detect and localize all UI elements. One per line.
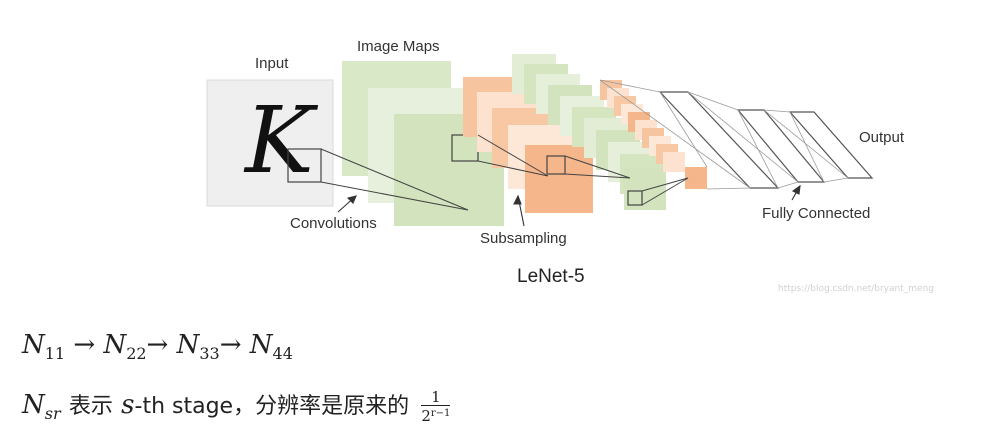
fc-conn [737, 109, 779, 189]
conv2-feature-maps [512, 54, 666, 210]
formula-nsr-sub: sr [44, 404, 61, 423]
projection-lines [320, 134, 689, 211]
label-image-maps: Image Maps [357, 38, 440, 55]
proj-input-bottom [320, 181, 469, 211]
formula-term-sub: 33 [199, 344, 220, 363]
formula-term-sub: 44 [272, 344, 293, 363]
proj-c3-bottom [641, 177, 689, 206]
s4-map-11 [685, 167, 707, 189]
label-arrows [337, 184, 801, 227]
fc-conn [599, 79, 661, 93]
fraction-den-base: 2 [421, 406, 431, 425]
proj-c3-top [641, 177, 689, 192]
formula-stage-description: Nsr 表示 s-th stage，分辨率是原来的 1 2r−1 [22, 388, 451, 424]
formula-term-base: N [22, 330, 45, 360]
label-subsampling: Subsampling [480, 230, 567, 247]
c3-receptive-field [627, 190, 643, 206]
s2-map-5 [525, 145, 593, 213]
arrowhead-subsampling [513, 194, 522, 205]
fc-layer-2 [736, 109, 826, 183]
proj-s2-bottom [564, 173, 631, 179]
arrowhead-convolutions [346, 195, 357, 204]
fc-connection-lines [599, 79, 849, 190]
fc-conn [763, 109, 791, 113]
fraction-denominator: 2r−1 [421, 406, 450, 424]
formula-text-before: 表示 [68, 394, 113, 419]
proj-c1-bottom [477, 160, 549, 177]
fc-conn [659, 91, 708, 168]
formula-term-sub: 22 [126, 344, 147, 363]
label-input: Input [255, 55, 289, 72]
proj-s2-top [564, 155, 631, 179]
subsample1-feature-maps [463, 77, 593, 213]
diagram-title: LeNet-5 [517, 266, 585, 287]
proj-c1-top [477, 134, 549, 177]
fc-conn [687, 91, 799, 183]
formula-arrow: → [73, 330, 96, 360]
proj-input-top [320, 148, 469, 211]
formula-stage-sequence: N11 → N22→ N33→ N44 [22, 330, 293, 363]
fc-layer-1 [658, 91, 780, 189]
label-output: Output [859, 129, 905, 146]
fraction-numerator: 1 [421, 389, 451, 406]
arrowhead-fully-connected [791, 184, 801, 195]
formula-arrow: → [219, 330, 242, 360]
fc-conn [763, 109, 849, 179]
s4-map-10 [663, 152, 685, 172]
fc-conn [706, 187, 751, 190]
fc-conn [823, 177, 849, 183]
input-glyph: K [243, 87, 319, 194]
formula-term-base: N [176, 330, 200, 360]
formula-nsr-base: N [22, 390, 45, 420]
lenet5-diagram: K [206, 38, 934, 294]
label-fully-connected: Fully Connected [762, 205, 870, 222]
fc-conn [599, 79, 751, 189]
fc-conn [789, 111, 825, 183]
formula-arrow: → [146, 330, 169, 360]
fc-conn [777, 181, 799, 189]
formula-term-sub: 11 [44, 344, 66, 363]
fc-output-layer [788, 111, 874, 179]
input-receptive-field [287, 148, 322, 183]
fc-conn [687, 91, 739, 111]
formula-term-base: N [103, 330, 127, 360]
s2-receptive-field [546, 155, 566, 175]
input-image [206, 79, 334, 207]
watermark: https://blog.csdn.net/bryant_meng [778, 284, 934, 294]
formula-term-base: N [249, 330, 273, 360]
formula-fraction: 1 2r−1 [421, 389, 451, 424]
label-convolutions: Convolutions [290, 215, 377, 232]
subsample2-feature-maps [600, 80, 707, 189]
fraction-den-exp: r−1 [430, 407, 451, 419]
formula-text-mid: -th stage，分辨率是原来的 [134, 394, 410, 419]
formula-var-s: s [121, 390, 135, 420]
